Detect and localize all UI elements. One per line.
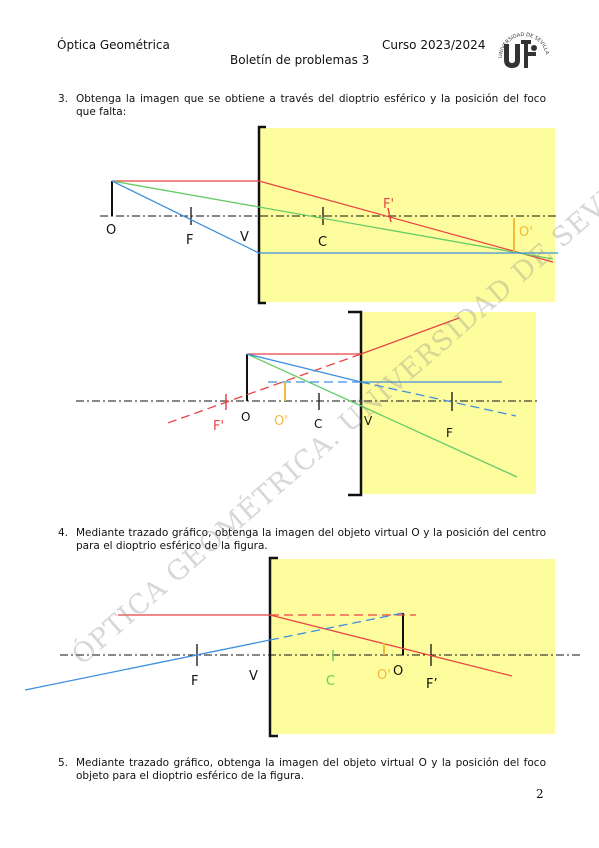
figure-2: O C V F F' O' xyxy=(76,310,540,497)
image-focus-mark xyxy=(387,207,392,223)
figure-3: F V C O' O F’ xyxy=(24,556,582,738)
label-F: F xyxy=(186,233,193,248)
label-Oprime: O' xyxy=(519,225,533,240)
bulletin-title: Boletín de problemas 3 xyxy=(230,53,370,67)
ray-blue-incident xyxy=(24,639,271,691)
label-V: V xyxy=(240,230,249,245)
label-Oprime: O' xyxy=(274,414,288,429)
ray-blue-central xyxy=(246,353,362,383)
page-number: 2 xyxy=(536,787,544,801)
problem-3-text: Obtenga la imagen que se obtiene a travé… xyxy=(76,93,546,118)
ray-blue-virtual xyxy=(269,612,404,641)
ray-red-virtual xyxy=(164,353,362,425)
label-O: O xyxy=(241,410,250,424)
dioptre-surface xyxy=(268,556,278,738)
ray-red-refracted xyxy=(269,614,513,677)
course-title: Óptica Geométrica xyxy=(57,38,170,52)
label-V: V xyxy=(364,414,373,428)
ray-green xyxy=(111,180,554,260)
problem-4-number: 4. xyxy=(58,527,69,539)
label-Fprime: F’ xyxy=(426,677,438,692)
course-year: Curso 2023/2024 xyxy=(382,38,486,52)
problem-4-text: Mediante trazado gráfico, obtenga la ima… xyxy=(76,527,546,552)
figure-1: O F V C F' O' xyxy=(100,125,558,305)
medium-region xyxy=(270,559,555,734)
medium-region xyxy=(361,312,536,494)
label-O: O xyxy=(106,223,116,238)
dioptre-surface xyxy=(257,125,266,305)
ray-red-refracted xyxy=(258,180,554,263)
label-V: V xyxy=(249,669,258,684)
ray-blue-extension xyxy=(360,381,517,417)
label-Fprime: F' xyxy=(383,197,394,212)
label-Oprime: O' xyxy=(377,668,391,683)
ray-green xyxy=(246,353,518,478)
label-C: C xyxy=(314,417,322,431)
problem-5-number: 5. xyxy=(58,757,69,769)
label-F: F xyxy=(446,426,453,440)
ray-red-refracted xyxy=(360,317,460,355)
problem-3-number: 3. xyxy=(58,93,69,105)
medium-region xyxy=(259,128,555,302)
label-C: C xyxy=(326,674,335,689)
label-Fprime: F' xyxy=(213,419,224,434)
label-O: O xyxy=(393,664,403,679)
label-F: F xyxy=(191,674,198,689)
label-C: C xyxy=(318,235,327,250)
dioptre-surface xyxy=(348,310,363,497)
problem-5-text: Mediante trazado gráfico, obtenga la ima… xyxy=(76,757,546,782)
ray-blue-focal xyxy=(111,180,260,254)
